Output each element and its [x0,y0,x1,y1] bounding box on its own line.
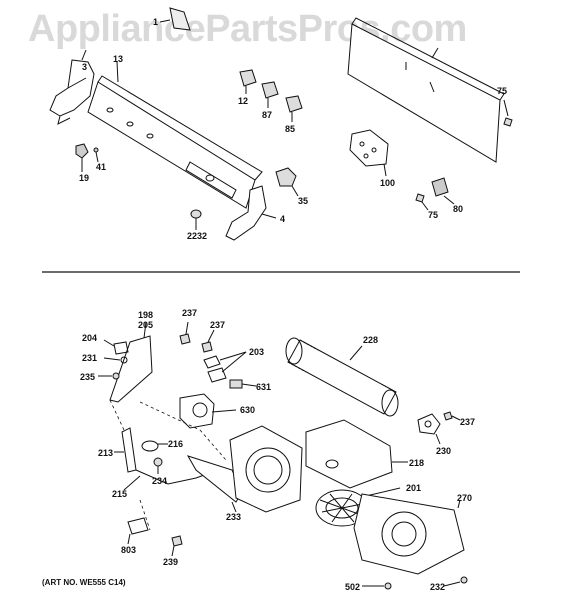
part-218-blower-housing-rear [305,419,408,489]
callout-213: 213 [98,448,114,458]
part-80-bracket [431,177,455,205]
callout-80: 80 [453,204,464,214]
part-198-bracket [109,321,153,403]
part-85-switch [285,95,303,122]
callout-270: 270 [457,493,473,503]
callout-75-lower: 75 [428,210,439,220]
callout-13: 13 [113,54,124,64]
part-87-switch [261,81,279,108]
part-234-nut [153,457,163,474]
part-100-terminal-block [349,129,389,177]
part-75-screw-lower [415,193,429,211]
part-1-label [159,7,191,31]
callout-12: 12 [238,96,249,106]
part-233-blower-housing [186,425,303,513]
part-630-timer [179,393,237,429]
callout-237-c: 237 [460,417,476,427]
callout-201: 201 [406,483,422,493]
callout-232: 232 [430,582,446,592]
callout-41: 41 [96,162,107,172]
part-12-switch [239,69,257,94]
callout-87: 87 [262,110,273,120]
leader-lines-dashed [109,399,227,531]
part-228-duct [285,337,399,417]
callout-231: 231 [82,353,98,363]
callout-35: 35 [298,196,309,206]
callout-234: 234 [152,476,168,486]
callout-218: 218 [409,458,425,468]
part-232-screw [443,576,468,587]
part-239-screw [171,535,183,557]
callout-233: 233 [226,512,242,522]
callout-235: 235 [80,372,96,382]
part-237-screw-a [179,321,191,345]
part-3-endcap-left [49,49,95,125]
part-201-blower-wheel [315,487,401,527]
part-75-screw-upper [503,99,513,127]
part-502-screw [362,582,392,590]
part-231-clip [103,356,128,364]
callout-237-a: 237 [182,308,198,318]
callout-75-upper: 75 [497,86,508,96]
callout-198: 198 [138,310,154,320]
callout-205: 205 [138,320,154,330]
part-2-back-panel [347,17,505,163]
part-213-harness [114,427,137,473]
callout-1: 1 [153,17,159,27]
callout-237-b: 237 [210,320,226,330]
callout-216: 216 [168,439,184,449]
callout-631: 631 [256,382,272,392]
callout-204: 204 [82,333,98,343]
callout-230: 230 [436,446,452,456]
part-204-clip [103,339,129,355]
part-235-screw [98,372,120,380]
callout-19: 19 [79,173,90,183]
callout-502: 502 [345,582,361,592]
part-631-fuse [229,379,257,389]
part-203-clamps [203,351,247,383]
part-2232-cap [190,209,202,230]
callout-803: 803 [121,545,137,555]
watermark: AppliancePartsPros.com [28,8,467,50]
part-237-screw-c [443,411,461,421]
part-19-knob [75,143,89,172]
callout-3: 3 [82,62,88,72]
part-41-clip [93,147,99,163]
callout-100: 100 [380,178,396,188]
callout-203: 203 [249,347,265,357]
callout-228: 228 [363,335,379,345]
callout-85: 85 [285,124,296,134]
callout-2232: 2232 [187,231,208,241]
part-230-thermostat [417,413,441,445]
art-number: (ART NO. WE555 C14) [42,578,126,587]
part-13-control-panel [87,61,263,209]
callout-215: 215 [112,489,128,499]
part-216-bracket [141,440,168,452]
part-237-screw-b [201,329,215,353]
callout-630: 630 [240,405,256,415]
part-4-endcap-right [225,185,277,241]
part-803-switch [127,517,149,545]
callout-239: 239 [163,557,179,567]
part-270-bracket [353,493,465,575]
part-35-bracket [275,167,299,197]
callout-4: 4 [280,214,286,224]
